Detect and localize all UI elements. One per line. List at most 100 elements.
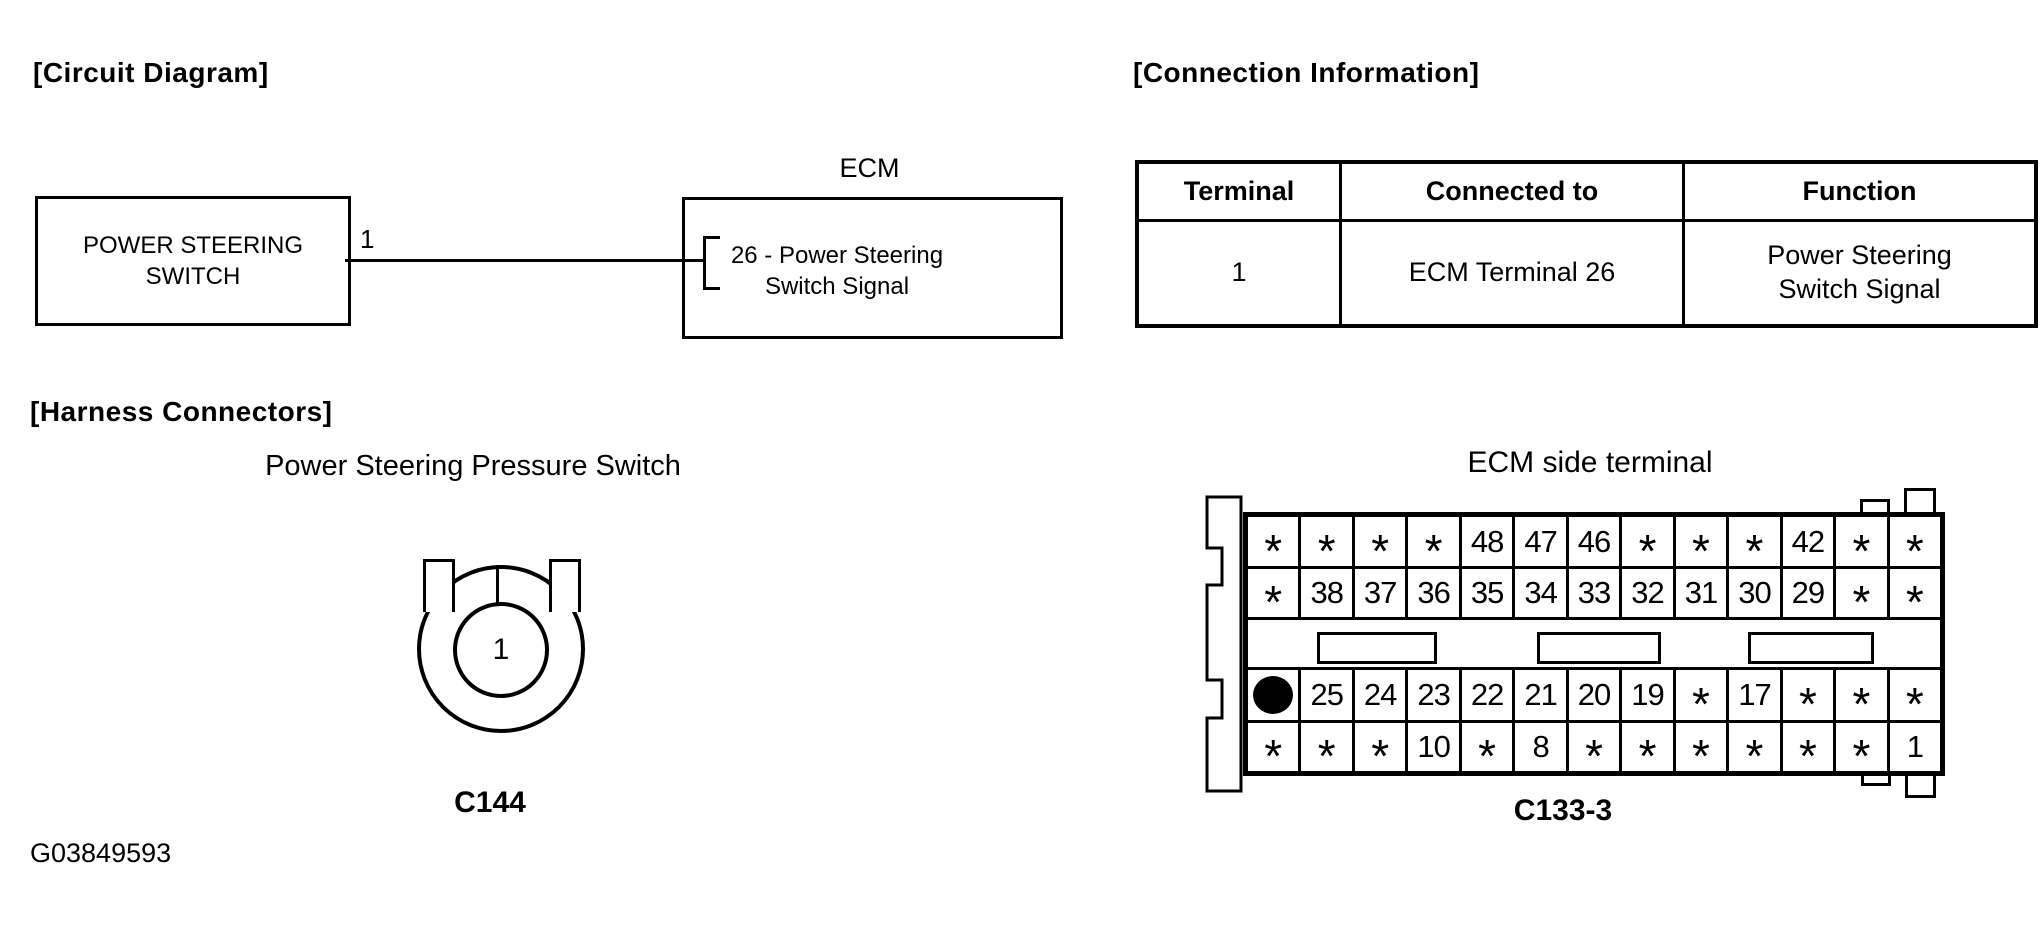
ecm-terminal-cell: 1 — [1886, 723, 1940, 771]
unused-terminal-star-icon: * — [1852, 730, 1871, 771]
key-slot-icon — [1317, 632, 1437, 664]
unused-terminal-star-icon: * — [1745, 730, 1764, 771]
ecm-terminal-cell: 42 — [1779, 517, 1833, 566]
ecm-terminal-cell: 47 — [1512, 517, 1565, 566]
unused-terminal-star-icon: * — [1852, 524, 1871, 567]
key-slot-icon — [1748, 632, 1874, 664]
ecm-terminal-cell: * — [1248, 517, 1298, 567]
terminal-number: 20 — [1577, 677, 1611, 712]
unused-terminal-star-icon: * — [1692, 678, 1710, 720]
terminal-number: 1 — [1906, 729, 1924, 764]
ecm-terminal-cell: 24 — [1351, 670, 1405, 720]
ecm-terminal-cell: 10 — [1405, 723, 1458, 771]
ecm-terminal-cell: 29 — [1779, 569, 1833, 617]
ecm-terminal-cell: * — [1565, 723, 1619, 771]
unused-terminal-star-icon: * — [1638, 730, 1657, 771]
terminal-number: 35 — [1470, 575, 1504, 610]
ecm-terminal-cell: * — [1833, 670, 1886, 720]
terminal-number: 22 — [1470, 677, 1504, 712]
ecm-terminal-cell: 34 — [1512, 569, 1565, 617]
ecm-terminal-cell: 31 — [1672, 569, 1726, 617]
terminal-number: 32 — [1631, 575, 1664, 610]
ecm-terminal-cell: * — [1726, 723, 1779, 771]
cell-connected-to: ECM Terminal 26 — [1339, 222, 1682, 324]
terminal-bracket-icon — [703, 236, 720, 290]
connection-table: Terminal Connected to Function 1 ECM Ter… — [1135, 160, 2038, 328]
unused-terminal-star-icon: * — [1692, 730, 1710, 771]
c144-pin-1: 1 — [453, 602, 549, 698]
pressure-switch-connector-title: Power Steering Pressure Switch — [265, 450, 681, 482]
unused-terminal-star-icon: * — [1638, 524, 1657, 567]
ecm-terminal-cell: 37 — [1351, 569, 1405, 617]
connection-table-data-row: 1 ECM Terminal 26 Power Steering Switch … — [1139, 222, 2034, 324]
ecm-terminal-cell: 8 — [1512, 723, 1565, 771]
unused-terminal-star-icon: * — [1371, 730, 1390, 771]
unused-terminal-star-icon: * — [1264, 524, 1283, 567]
signal-wire — [345, 259, 705, 262]
ecm-terminal-cell: * — [1779, 670, 1833, 720]
header-terminal: Terminal — [1183, 175, 1295, 206]
unused-terminal-star-icon: * — [1852, 576, 1871, 617]
ecm-terminal-cell: * — [1619, 517, 1672, 566]
ecm-terminal-cell: * — [1726, 517, 1779, 566]
terminal-number: 38 — [1310, 575, 1343, 610]
ecm-terminal-label: 26 - Power Steering Switch Signal — [730, 242, 944, 301]
terminal-number: 24 — [1363, 677, 1397, 712]
c144-left-tab — [423, 559, 455, 612]
ecm-terminal-cell: 20 — [1565, 670, 1619, 720]
ecm-terminal-cell: 35 — [1458, 569, 1512, 617]
ecm-terminal-cell: 33 — [1565, 569, 1619, 617]
connection-table-header-row: Terminal Connected to Function — [1139, 164, 2034, 222]
ecm-terminal-cell: 36 — [1405, 569, 1458, 617]
c144-right-tab — [549, 559, 581, 612]
terminal-number: 29 — [1791, 575, 1825, 610]
terminal-number: 34 — [1524, 575, 1557, 610]
cell-terminal: 1 — [1231, 257, 1247, 288]
terminal-number: 17 — [1738, 677, 1771, 712]
c133-3-key-band — [1248, 620, 1940, 670]
terminal-number: 23 — [1417, 677, 1450, 712]
header-connected-to: Connected to — [1339, 164, 1682, 219]
terminal-number: 48 — [1470, 523, 1504, 559]
ecm-terminal-cell: * — [1833, 723, 1886, 771]
ecm-terminal-cell: 17 — [1726, 670, 1779, 720]
figure-code: G03849593 — [30, 838, 172, 868]
terminal-number: 37 — [1363, 575, 1397, 610]
c144-pin-1-label: 1 — [492, 633, 510, 666]
ecm-terminal-cell: * — [1886, 569, 1940, 617]
ecm-side-terminal-title: ECM side terminal — [1467, 446, 1713, 479]
ecm-terminal-cell: 25 — [1298, 670, 1351, 720]
ecm-terminal-cell: * — [1779, 723, 1833, 771]
unused-terminal-star-icon: * — [1798, 730, 1817, 771]
ecm-terminal-row-4: ***10*8******1 — [1248, 723, 1940, 771]
ecm-terminal-cell: * — [1248, 569, 1298, 617]
unused-terminal-star-icon: * — [1798, 678, 1817, 720]
ecm-terminal-cell: 19 — [1619, 670, 1672, 720]
cell-function: Power Steering Switch Signal — [1682, 222, 2034, 324]
ecm-terminal-cell: * — [1886, 517, 1940, 566]
unused-terminal-star-icon: * — [1478, 730, 1497, 771]
c133-3-side-rail — [1205, 495, 1243, 793]
ecm-box-title: ECM — [839, 153, 900, 183]
ecm-terminal-cell: * — [1833, 517, 1886, 566]
header-function: Function — [1682, 164, 2034, 219]
terminal-number: 10 — [1417, 729, 1450, 764]
ecm-terminal-cell: 23 — [1405, 670, 1458, 720]
unused-terminal-star-icon: * — [1905, 576, 1924, 617]
unused-terminal-star-icon: * — [1371, 524, 1390, 567]
power-steering-switch-label: POWER STEERING SWITCH — [82, 231, 304, 290]
c133-3-connector-id: C133-3 — [1513, 794, 1613, 827]
unused-terminal-star-icon: * — [1692, 524, 1710, 567]
terminal-number: 19 — [1631, 677, 1664, 712]
c144-key-notch — [496, 565, 499, 605]
ecm-terminal-cell: * — [1672, 517, 1726, 567]
ecm-terminal-cell: * — [1298, 517, 1351, 566]
highlighted-terminal-dot-icon — [1253, 676, 1294, 714]
circuit-diagram-heading: [Circuit Diagram] — [33, 57, 269, 88]
unused-terminal-star-icon: * — [1424, 524, 1443, 567]
